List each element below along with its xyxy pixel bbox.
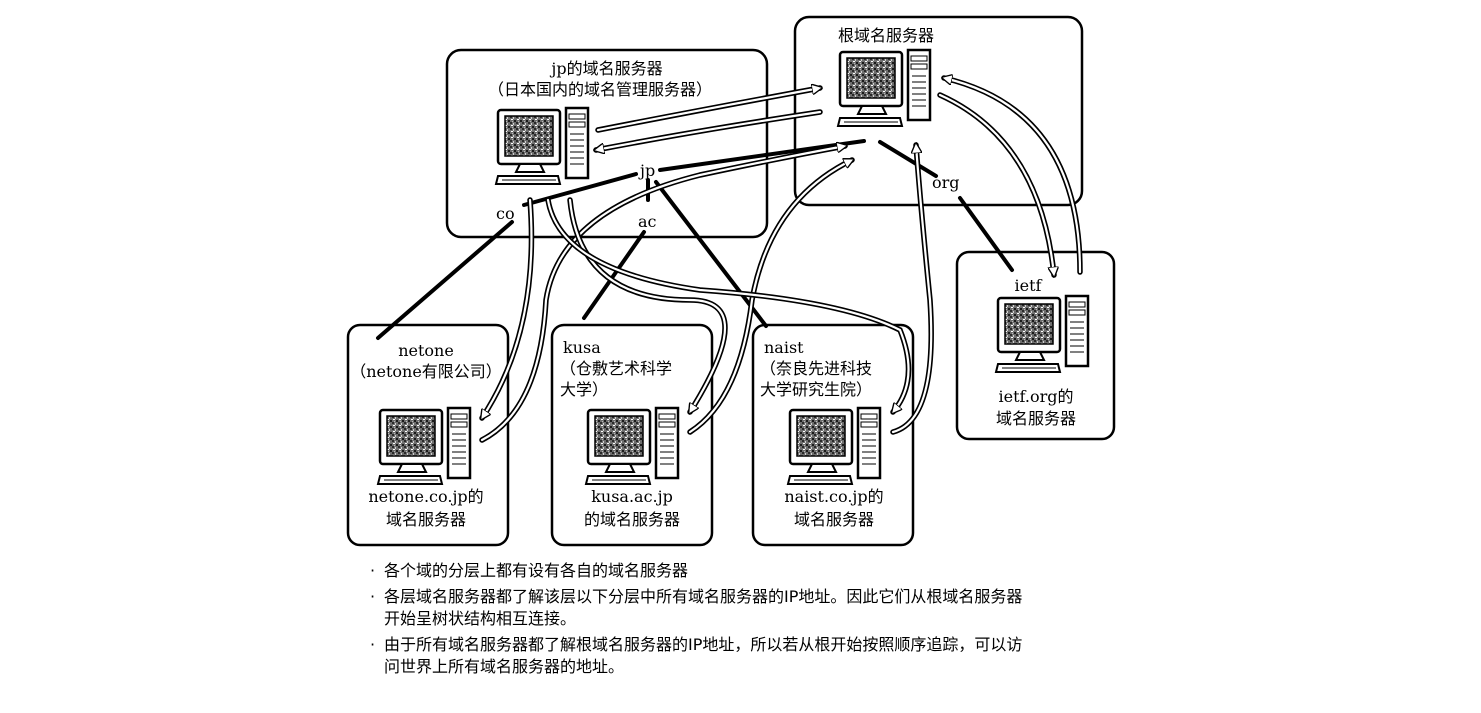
netone-name: netone [398, 341, 454, 360]
tree-label-ac: ac [638, 212, 657, 231]
kusa-caption-1: kusa.ac.jp [591, 487, 673, 506]
note-text: 各层域名服务器都了解该层以下分层中所有域名服务器的IP地址。因此它们从根域名服务… [384, 586, 1190, 630]
kusa-desc-2: 大学） [560, 380, 608, 399]
kusa-desc-1: （仓敷艺术科学 [560, 359, 672, 378]
note-bullet: · [370, 587, 376, 606]
note-line: 由于所有域名服务器都了解根域名服务器的IP地址，所以若从根开始按照顺序追踪，可以… [384, 635, 1023, 654]
note-bullet: · [370, 635, 376, 654]
ietf-caption-1: ietf.org的 [999, 387, 1074, 406]
tree-label-jp: jp [638, 161, 655, 180]
note-item: · 由于所有域名服务器都了解根域名服务器的IP地址，所以若从根开始按照顺序追踪，… [370, 634, 1190, 678]
jp-server-title: jp的域名服务器 [549, 59, 662, 78]
note-line: 各层域名服务器都了解该层以下分层中所有域名服务器的IP地址。因此它们从根域名服务… [384, 587, 1023, 606]
netone-caption-2: 域名服务器 [386, 510, 466, 529]
tree-line-co-netone [376, 220, 514, 340]
tree-line-jp-co [522, 172, 638, 207]
root-server-label: 根域名服务器 [838, 26, 934, 45]
note-bullet: · [370, 561, 376, 580]
naist-name: naist [764, 338, 804, 357]
query-arrows [479, 78, 1083, 443]
note-item: · 各层域名服务器都了解该层以下分层中所有域名服务器的IP地址。因此它们从根域名… [370, 586, 1190, 630]
tree-line-jp-naist [654, 180, 768, 328]
tree-line-root-org [878, 140, 938, 178]
ietf-name: ietf [1015, 276, 1043, 295]
note-item: · 各个域的分层上都有设有各自的域名服务器 [370, 560, 1190, 582]
explanation-notes: · 各个域的分层上都有设有各自的域名服务器 · 各层域名服务器都了解该层以下分层… [370, 560, 1190, 682]
tree-line-org-ietf [958, 196, 1014, 272]
note-text: 各个域的分层上都有设有各自的域名服务器 [384, 561, 689, 580]
tree-line-root-jp [658, 139, 866, 172]
netone-desc: （netone有限公司） [350, 362, 502, 381]
jp-server-box [445, 48, 769, 239]
naist-caption-1: naist.co.jp的 [784, 487, 883, 506]
netone-caption-1: netone.co.jp的 [368, 487, 483, 506]
tree-label-co: co [496, 204, 515, 223]
tree-line-ac-kusa [582, 230, 646, 320]
naist-desc-1: （奈良先进科技 [760, 359, 872, 378]
naist-desc-2: 大学研究生院） [760, 380, 872, 399]
naist-caption-2: 域名服务器 [794, 510, 874, 529]
kusa-caption-2: 的域名服务器 [584, 510, 680, 529]
jp-server-subtitle: （日本国内的域名管理服务器） [488, 80, 712, 99]
ietf-caption-2: 域名服务器 [996, 409, 1076, 428]
note-line: 开始呈树状结构相互连接。 [384, 609, 577, 628]
kusa-name: kusa [563, 338, 601, 357]
tree-label-org: org [932, 173, 960, 192]
note-line: 问世界上所有域名服务器的地址。 [384, 657, 625, 676]
note-text: 由于所有域名服务器都了解根域名服务器的IP地址，所以若从根开始按照顺序追踪，可以… [384, 634, 1190, 678]
